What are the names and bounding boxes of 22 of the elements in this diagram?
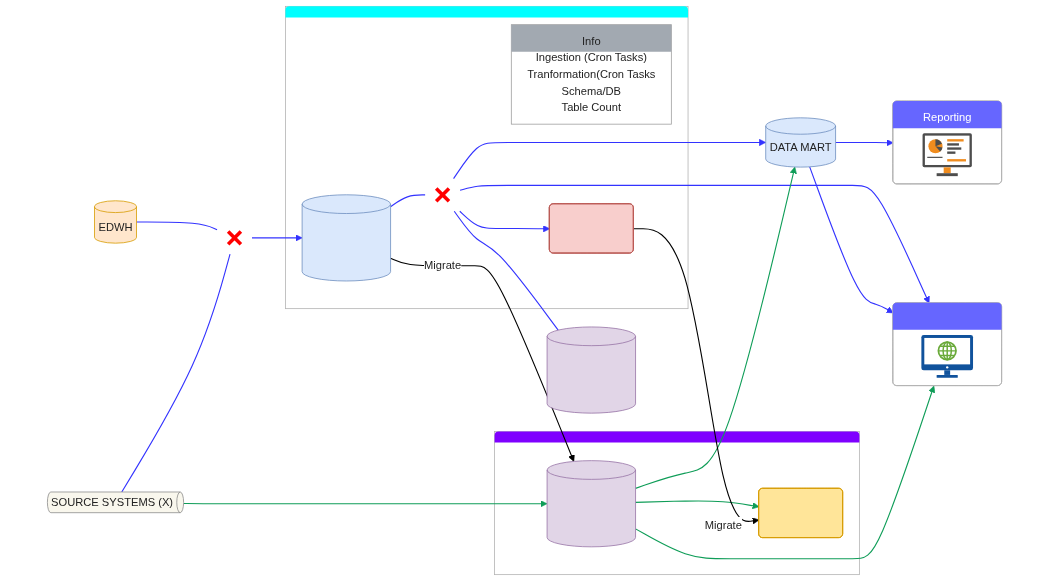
arrow	[635, 385, 936, 560]
node-text: SOURCE SYSTEMS (X)	[51, 495, 174, 509]
arrow	[635, 500, 760, 510]
arrow	[183, 500, 548, 508]
arrow	[390, 257, 575, 462]
arrow	[459, 210, 550, 233]
node-cylinder	[301, 194, 391, 282]
edge-label: Migrate	[424, 259, 462, 272]
arrow	[633, 228, 760, 525]
connector	[453, 210, 559, 331]
arrow	[459, 184, 930, 304]
node-cylinder	[546, 460, 636, 548]
arrow	[635, 166, 797, 489]
arrow	[809, 166, 894, 314]
edge-label: Migrate	[704, 518, 742, 532]
arrow	[835, 139, 894, 147]
arrow	[251, 234, 303, 242]
connector	[121, 253, 231, 493]
arrow	[453, 138, 767, 180]
node-cylinder	[546, 326, 636, 414]
connector	[135, 221, 218, 231]
connector	[390, 194, 426, 208]
